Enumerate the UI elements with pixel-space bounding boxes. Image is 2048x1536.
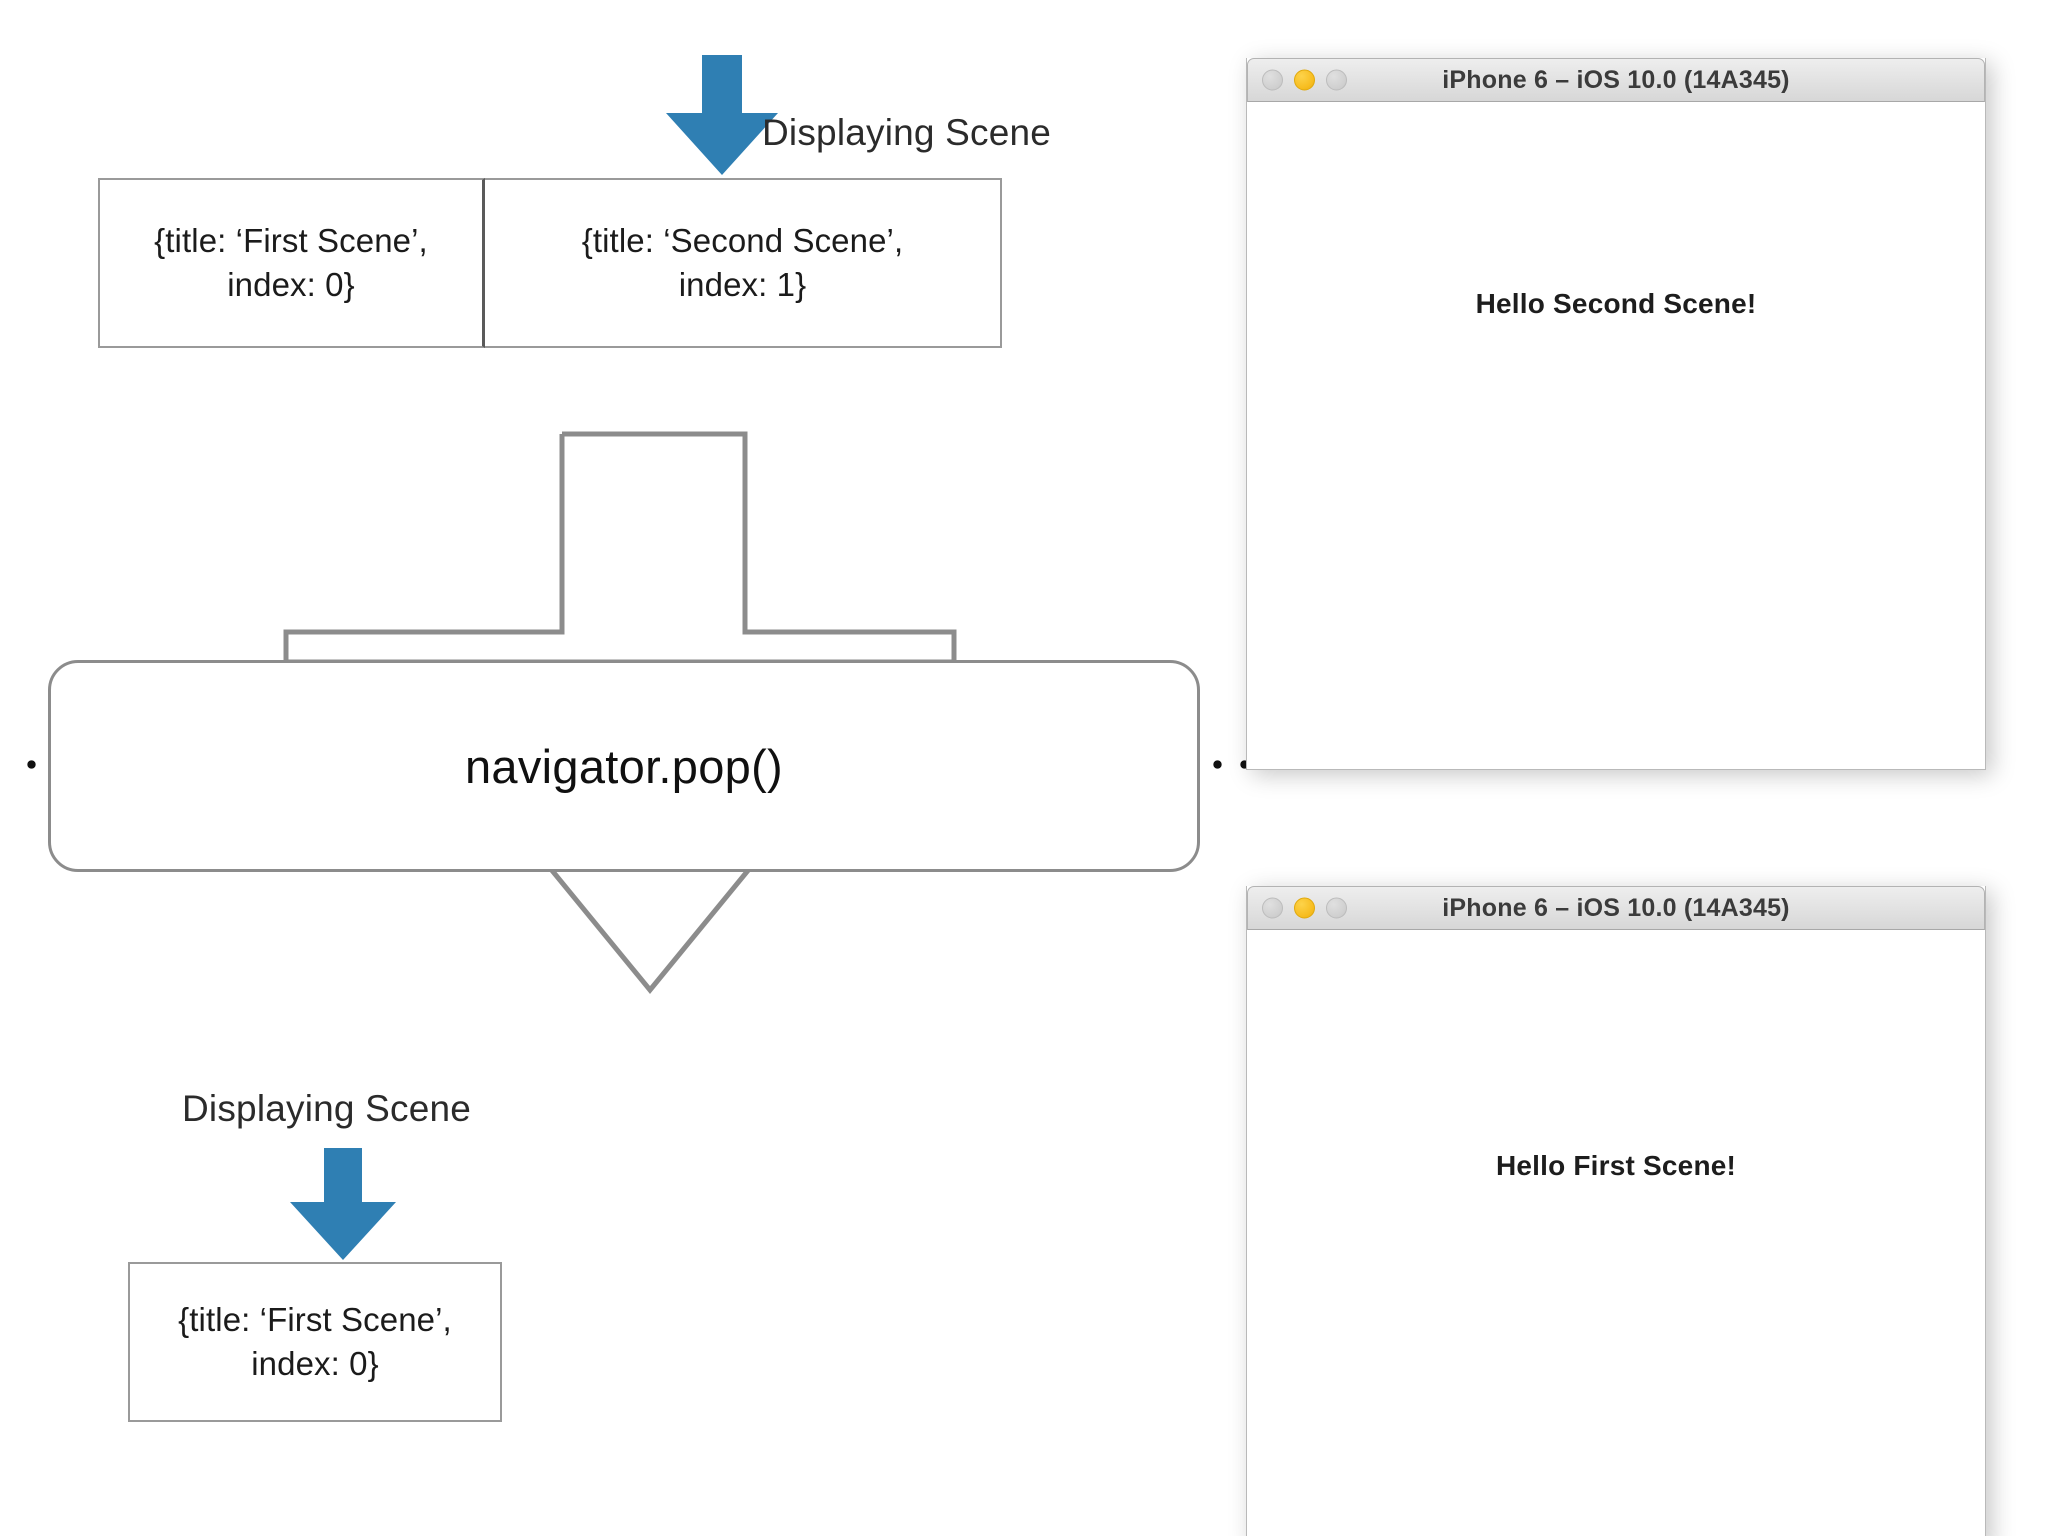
- stack-cell-first-scene: {title: ‘First Scene’, index: 0}: [98, 178, 485, 348]
- stack-cell-text: {title: ‘First Scene’, index: 0}: [154, 222, 428, 303]
- window-title: iPhone 6 – iOS 10.0 (14A345): [1442, 893, 1790, 922]
- simulator-window-second-scene[interactable]: iPhone 6 – iOS 10.0 (14A345) Hello Secon…: [1246, 58, 1986, 770]
- traffic-light-group: [1262, 69, 1347, 91]
- dotted-divider-left: [18, 760, 52, 769]
- zoom-button[interactable]: [1326, 897, 1347, 919]
- v-arrow-icon: [440, 862, 860, 1002]
- stack-cell-first-scene-after-pop: {title: ‘First Scene’, index: 0}: [128, 1262, 502, 1422]
- stack-cell-second-scene: {title: ‘Second Scene’, index: 1}: [485, 178, 1002, 348]
- funnel-arrow-icon: [280, 428, 960, 668]
- displaying-scene-label-bottom: Displaying Scene: [182, 1088, 472, 1129]
- navigator-pop-label: navigator.pop(): [464, 739, 784, 793]
- simulator-screen: Hello Second Scene!: [1247, 102, 1985, 769]
- traffic-light-group: [1262, 897, 1347, 919]
- window-titlebar[interactable]: iPhone 6 – iOS 10.0 (14A345): [1247, 58, 1985, 102]
- window-title: iPhone 6 – iOS 10.0 (14A345): [1442, 65, 1790, 94]
- minimize-button[interactable]: [1294, 897, 1315, 919]
- simulator-screen: Hello First Scene!: [1247, 930, 1985, 1536]
- navigator-pop-action[interactable]: navigator.pop(): [48, 660, 1200, 872]
- simulator-window-first-scene[interactable]: iPhone 6 – iOS 10.0 (14A345) Hello First…: [1246, 886, 1986, 1536]
- scene-hello-text: Hello Second Scene!: [1475, 288, 1757, 319]
- close-button[interactable]: [1262, 897, 1283, 919]
- displaying-scene-label-top: Displaying Scene: [762, 112, 1052, 153]
- stack-cell-text: {title: ‘Second Scene’, index: 1}: [581, 222, 904, 303]
- window-titlebar[interactable]: iPhone 6 – iOS 10.0 (14A345): [1247, 886, 1985, 930]
- scene-hello-text: Hello First Scene!: [1495, 1150, 1737, 1181]
- arrow-down-icon: [288, 1148, 398, 1262]
- arrow-down-icon: [664, 55, 780, 177]
- stack-cell-text: {title: ‘First Scene’, index: 0}: [178, 1301, 452, 1382]
- minimize-button[interactable]: [1294, 69, 1315, 91]
- close-button[interactable]: [1262, 69, 1283, 91]
- zoom-button[interactable]: [1326, 69, 1347, 91]
